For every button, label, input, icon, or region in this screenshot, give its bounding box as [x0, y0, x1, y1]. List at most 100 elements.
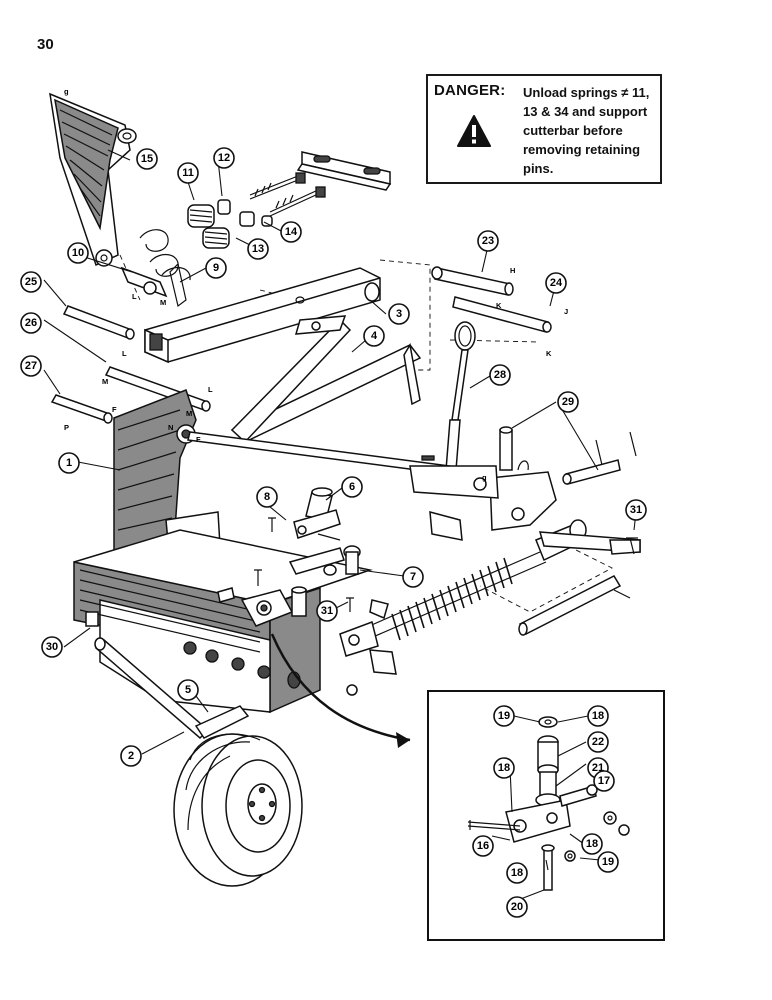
svg-text:5: 5: [185, 684, 191, 696]
callout-18-c: 18: [581, 833, 603, 855]
svg-text:31: 31: [630, 504, 642, 516]
part-15-bracket: [49, 92, 137, 267]
svg-text:27: 27: [25, 360, 37, 372]
inset-arrow: [270, 633, 411, 748]
letter-K: K: [496, 301, 502, 310]
bolts: [249, 172, 326, 217]
letter-K-2: K: [546, 349, 552, 358]
svg-text:12: 12: [218, 152, 230, 164]
svg-text:17: 17: [598, 775, 610, 787]
letter-F-2: F: [112, 405, 117, 414]
callout-16: 16: [472, 835, 494, 857]
callout-12: 12: [213, 147, 235, 169]
svg-text:25: 25: [25, 276, 37, 288]
callout-15: 15: [136, 148, 158, 170]
warning-triangle-icon: [457, 115, 491, 147]
svg-text:15: 15: [141, 153, 153, 165]
svg-text:18: 18: [498, 762, 510, 774]
svg-text:30: 30: [46, 641, 58, 653]
svg-text:31: 31: [321, 605, 333, 617]
callout-1: 1: [58, 452, 80, 474]
svg-text:18: 18: [586, 838, 598, 850]
callout-13: 13: [247, 238, 269, 260]
callout-29: 29: [557, 391, 579, 413]
svg-text:4: 4: [371, 330, 378, 342]
letter-g-2: g: [482, 473, 487, 482]
svg-text:18: 18: [592, 710, 604, 722]
callout-11: 11: [177, 162, 199, 184]
svg-text:7: 7: [410, 571, 416, 583]
svg-text:16: 16: [477, 840, 489, 852]
spring-hooks: [139, 229, 191, 281]
springs-and-bolts: [139, 172, 326, 281]
svg-text:9: 9: [213, 262, 219, 274]
spring-12-small: [217, 199, 273, 227]
part-28-ring-pin: [421, 321, 476, 471]
svg-text:29: 29: [562, 396, 574, 408]
bearing-block: [217, 569, 307, 627]
callout-18-d: 18: [506, 862, 528, 884]
svg-text:8: 8: [264, 491, 270, 503]
detail-inset: [427, 690, 665, 941]
svg-text:26: 26: [25, 317, 37, 329]
svg-text:2: 2: [128, 750, 134, 762]
callout-14: 14: [280, 221, 302, 243]
part-31-rod: [518, 531, 641, 636]
callout-3: 3: [388, 303, 410, 325]
letter-L: L: [132, 292, 137, 301]
clip-plate: [296, 151, 392, 191]
svg-text:18: 18: [511, 867, 523, 879]
inset-parts: [467, 716, 630, 891]
svg-text:1: 1: [66, 457, 72, 469]
callout-24: 24: [545, 272, 567, 294]
callouts: 1 2 3 4 5 6 7 8 9 10 11 12 13 14 15 25 2…: [20, 147, 647, 918]
callout-7: 7: [402, 566, 424, 588]
callout-17: 17: [593, 770, 615, 792]
pins-right: [431, 266, 552, 333]
letter-M-3: M: [186, 409, 192, 418]
callout-30: 30: [41, 636, 63, 658]
callout-23: 23: [477, 230, 499, 252]
wheel: [173, 733, 303, 887]
page-number: 30: [37, 36, 54, 53]
svg-text:6: 6: [349, 481, 355, 493]
callout-25: 25: [20, 271, 42, 293]
callout-19-b: 19: [597, 851, 619, 873]
part-3-main-beam: [144, 267, 381, 364]
svg-text:10: 10: [72, 247, 84, 259]
letter-L-3: L: [208, 385, 213, 394]
callout-4: 4: [363, 325, 385, 347]
callout-2: 2: [120, 745, 142, 767]
callout-6: 6: [341, 476, 363, 498]
svg-text:28: 28: [494, 369, 506, 381]
letter-P: P: [64, 423, 69, 432]
spring-13: [202, 227, 230, 249]
callout-20: 20: [506, 896, 528, 918]
part-9-10-bracket: [120, 262, 187, 308]
letter-H: H: [510, 266, 515, 275]
svg-text:20: 20: [511, 901, 523, 913]
linkage-6-7-8: [268, 487, 361, 612]
letter-F: F: [196, 435, 201, 444]
danger-title: DANGER:: [434, 82, 506, 99]
callout-9: 9: [205, 257, 227, 279]
svg-text:3: 3: [396, 308, 402, 320]
callout-22: 22: [587, 731, 609, 753]
callout-10: 10: [67, 242, 89, 264]
axle-and-wheel: [85, 611, 303, 887]
callout-27: 27: [20, 355, 42, 377]
letter-g: g: [64, 87, 69, 96]
svg-text:22: 22: [592, 736, 604, 748]
letter-L-2: L: [122, 349, 127, 358]
letter-M: M: [160, 298, 166, 307]
part-29-pins: [489, 426, 637, 531]
svg-text:23: 23: [482, 235, 494, 247]
callout-31: 31: [625, 499, 647, 521]
spring-11: [187, 204, 215, 228]
letter-J: J: [564, 307, 568, 316]
callout-28: 28: [489, 364, 511, 386]
svg-text:14: 14: [285, 226, 298, 238]
connection-letters: g L M L M L M N F F P H K J K g: [64, 87, 568, 482]
letter-N: N: [168, 423, 173, 432]
